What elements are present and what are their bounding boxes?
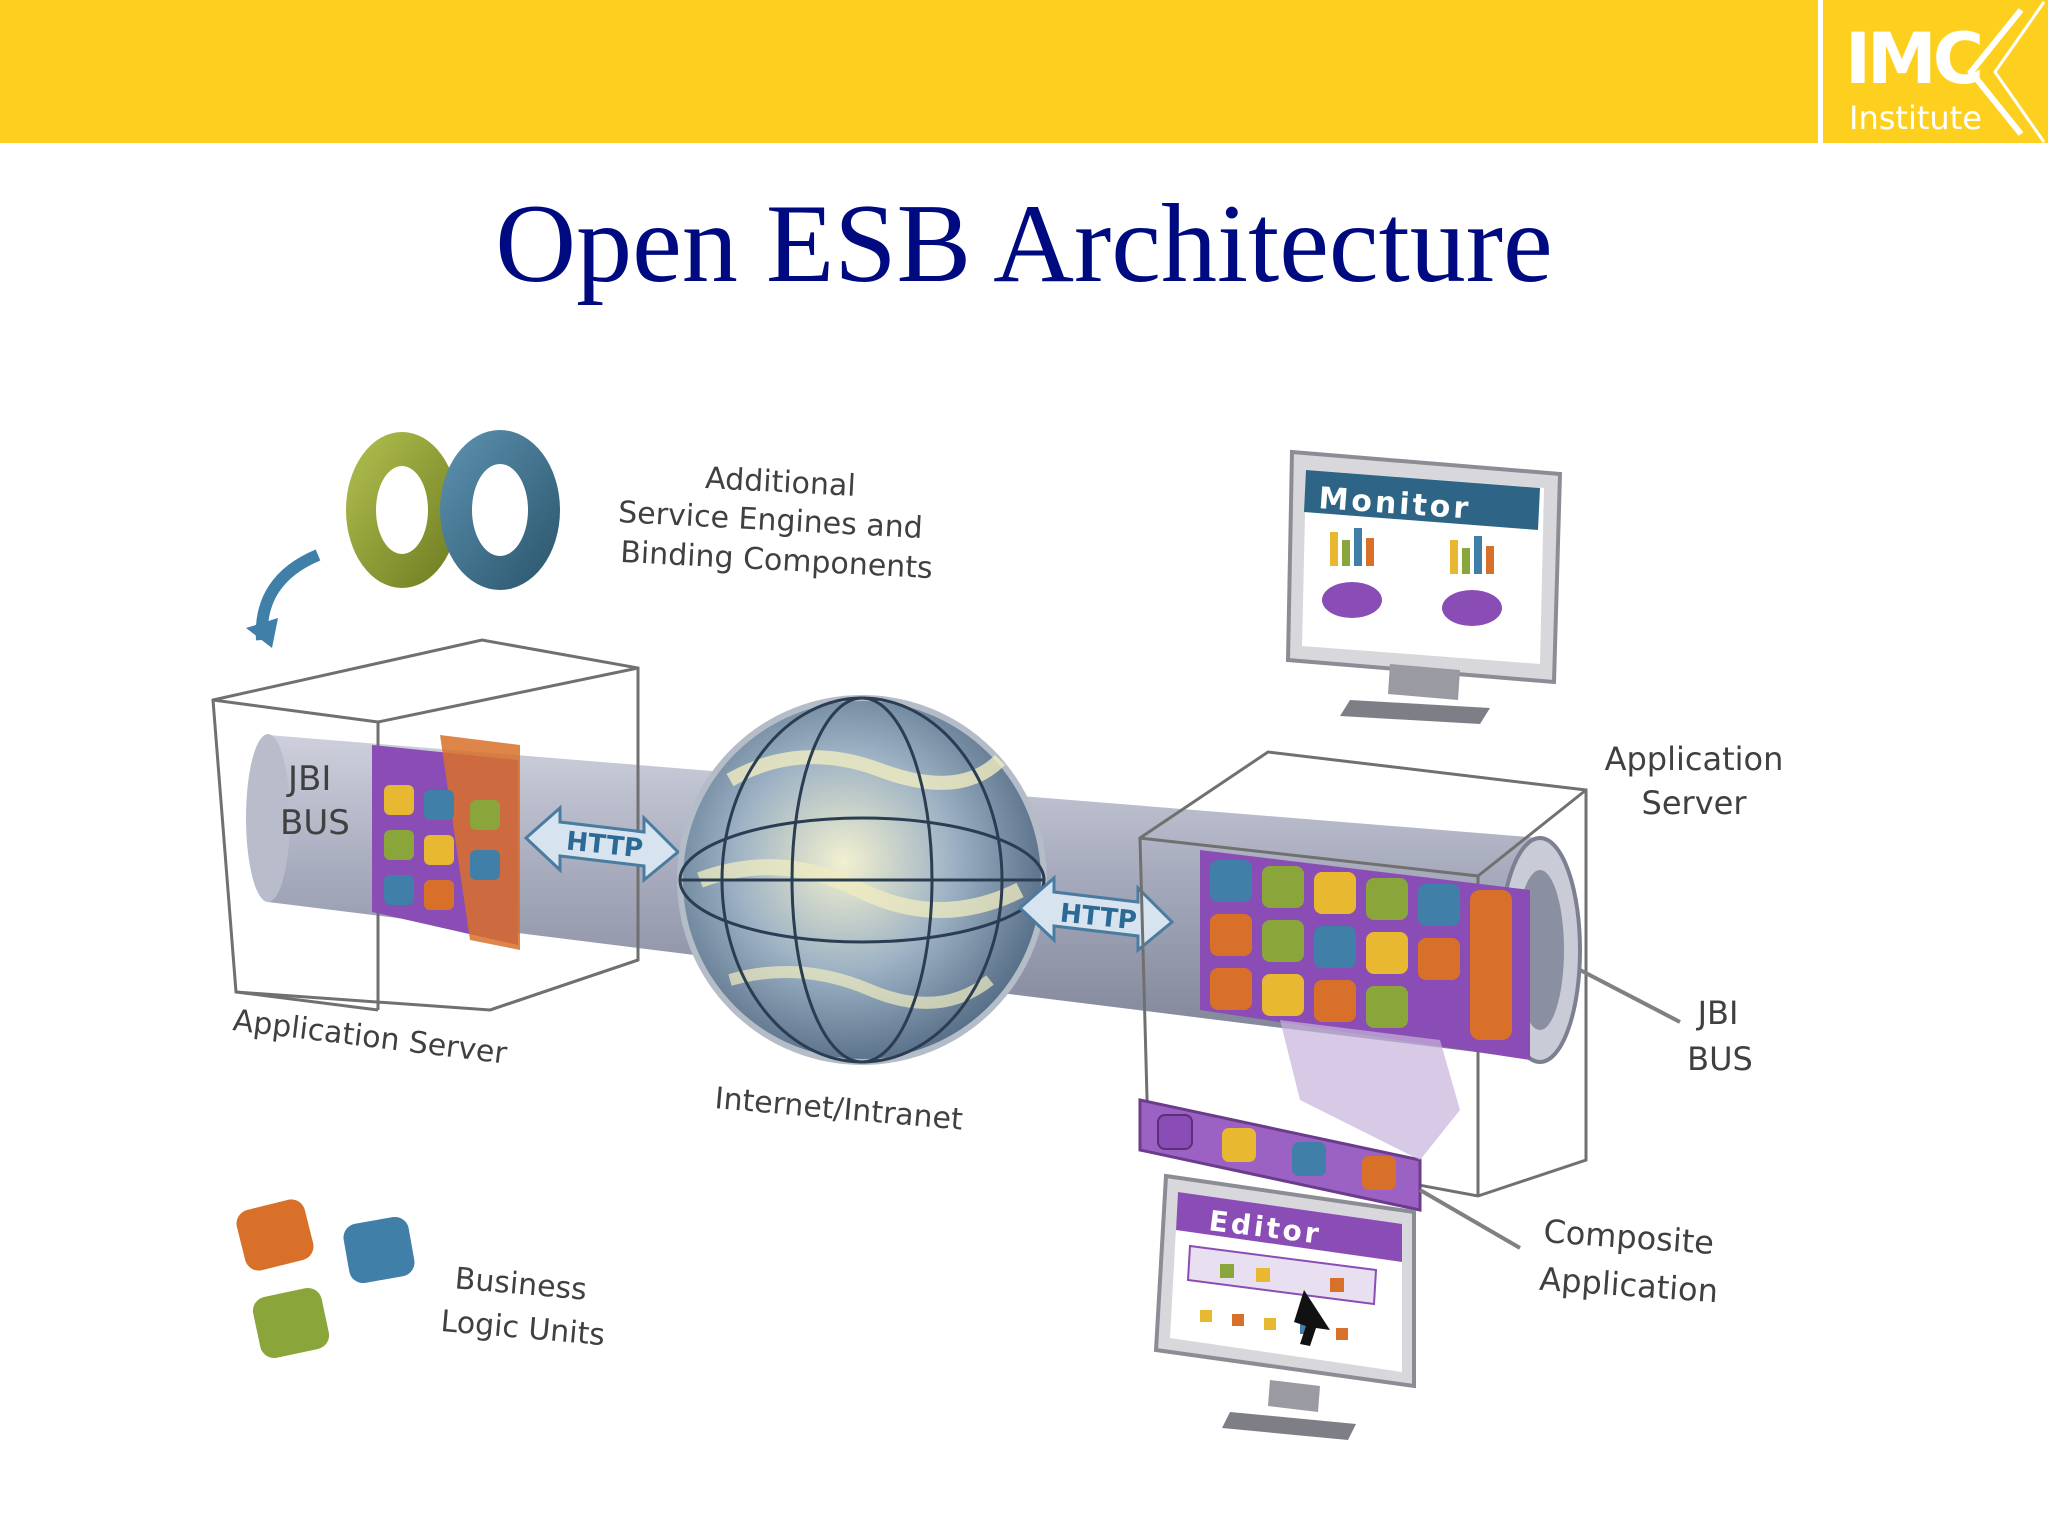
business-label-1: Business <box>453 1261 588 1307</box>
additional-label-1: Additional <box>704 461 856 504</box>
jbi-bus-left-label-2: BUS <box>280 803 350 843</box>
logo-sub-text: Institute <box>1849 99 1982 137</box>
app-server-left-label: Application Server <box>231 1003 509 1071</box>
slide-title: Open ESB Architecture <box>495 182 1553 306</box>
business-label-2: Logic Units <box>439 1304 606 1353</box>
header-banner <box>0 0 1818 143</box>
composite-label-2: Application <box>1538 1260 1719 1310</box>
jbi-bus-right-callout <box>1579 968 1681 1024</box>
composite-label-1: Composite <box>1542 1212 1715 1262</box>
imc-logo[interactable]: IMC Institute <box>1823 0 2048 143</box>
monitor-display-icon <box>1285 449 1563 724</box>
jbi-bus-left-label-1: JBI <box>286 759 331 799</box>
internet-label: Internet/Intranet <box>713 1081 964 1138</box>
http-arrow-left: HTTP <box>523 804 681 884</box>
logo-main-text: IMC <box>1845 18 1984 100</box>
business-logic-cubes-icon <box>236 1199 415 1358</box>
jbi-bus-right-label-1: JBI <box>1696 994 1739 1032</box>
install-arrow-head-icon <box>246 618 278 648</box>
additional-components-rings-icon <box>346 430 560 590</box>
composite-callout <box>1418 1188 1522 1250</box>
internet-globe-icon <box>677 695 1047 1065</box>
right-service-ring <box>1200 850 1530 1060</box>
composite-application-tray <box>1138 1020 1460 1212</box>
app-server-right-label-1: Application <box>1605 740 1784 778</box>
editor-display-icon <box>1153 1173 1416 1440</box>
app-server-right-label-2: Server <box>1642 784 1748 822</box>
logo-chevron-icon <box>1967 1 2046 143</box>
left-service-ring <box>372 735 520 950</box>
header-divider <box>1818 0 1823 143</box>
jbi-bus-right-label-2: BUS <box>1687 1040 1753 1078</box>
left-server-box <box>211 638 640 1012</box>
